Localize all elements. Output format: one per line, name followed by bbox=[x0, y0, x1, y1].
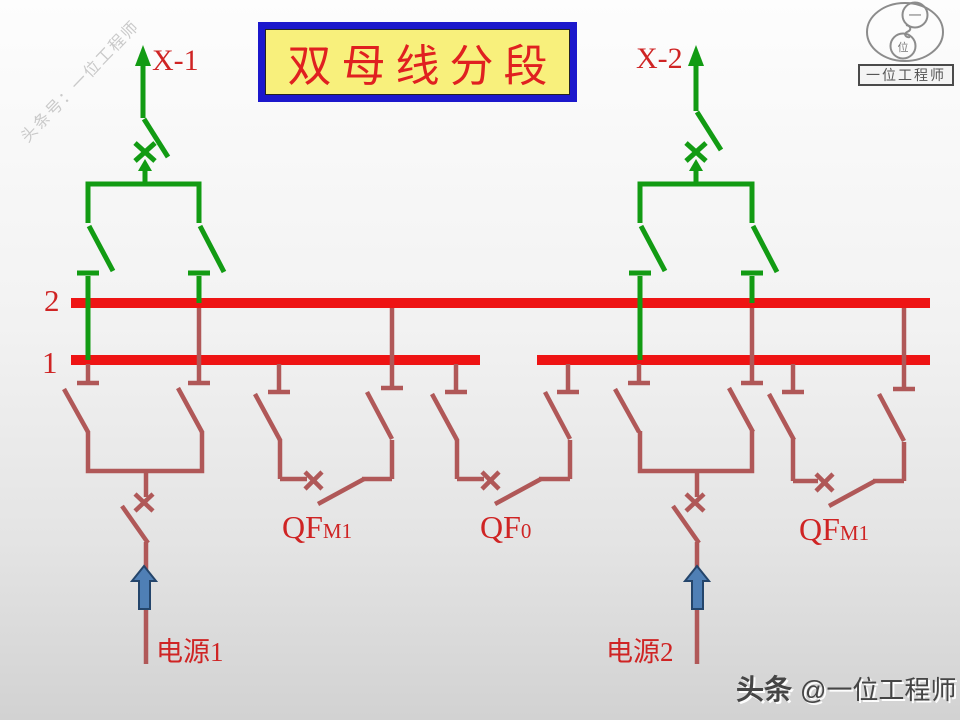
feeder-x2 bbox=[629, 45, 780, 360]
qf-sub: M1 bbox=[322, 519, 353, 543]
qf-main: QF bbox=[282, 509, 323, 545]
label-source-2: 电源2 bbox=[606, 637, 674, 667]
source2-flow-arrow-icon bbox=[682, 564, 712, 610]
coupler-qfm1-left bbox=[253, 308, 403, 506]
qf-sub: M1 bbox=[839, 521, 870, 545]
logo-squiggle bbox=[904, 24, 912, 39]
logo-char-bottom: 位 bbox=[898, 40, 909, 54]
footer-brand: 头条 bbox=[736, 674, 793, 705]
page-title: 双母线分段 bbox=[287, 42, 558, 91]
x2-arrowhead-icon bbox=[688, 45, 704, 66]
qf-main: QF bbox=[799, 511, 840, 547]
label-source-1: 电源1 bbox=[156, 637, 224, 667]
title-box: 双母线分段 bbox=[258, 22, 577, 102]
label-qf-0: QF0 bbox=[480, 509, 531, 546]
logo-char-top: 一 bbox=[908, 8, 921, 23]
feeder-x1 bbox=[77, 45, 227, 360]
qf-sub: 0 bbox=[520, 519, 532, 543]
sectionalizer-qf0 bbox=[430, 364, 579, 506]
label-qf-m1-right: QFM1 bbox=[799, 511, 869, 548]
label-feeder-x1: X-1 bbox=[152, 44, 199, 77]
qf-main: QF bbox=[480, 509, 521, 545]
logo-box: 一位工程师 bbox=[858, 64, 954, 86]
footer-credit: 头条@一位工程师 bbox=[736, 668, 956, 708]
footer-handle: @一位工程师 bbox=[800, 675, 957, 705]
source1-flow-arrow-icon bbox=[129, 564, 159, 610]
label-qf-m1-left: QFM1 bbox=[282, 509, 352, 546]
coupler-qfm1-right bbox=[767, 308, 915, 508]
label-feeder-x2: X-2 bbox=[636, 42, 683, 75]
logo-icon: 一 位 bbox=[866, 1, 944, 62]
source1-bay bbox=[62, 308, 210, 664]
label-busbar-2: 2 bbox=[44, 283, 60, 318]
x1-arrowhead-icon bbox=[135, 45, 151, 66]
label-busbar-1: 1 bbox=[42, 345, 58, 380]
